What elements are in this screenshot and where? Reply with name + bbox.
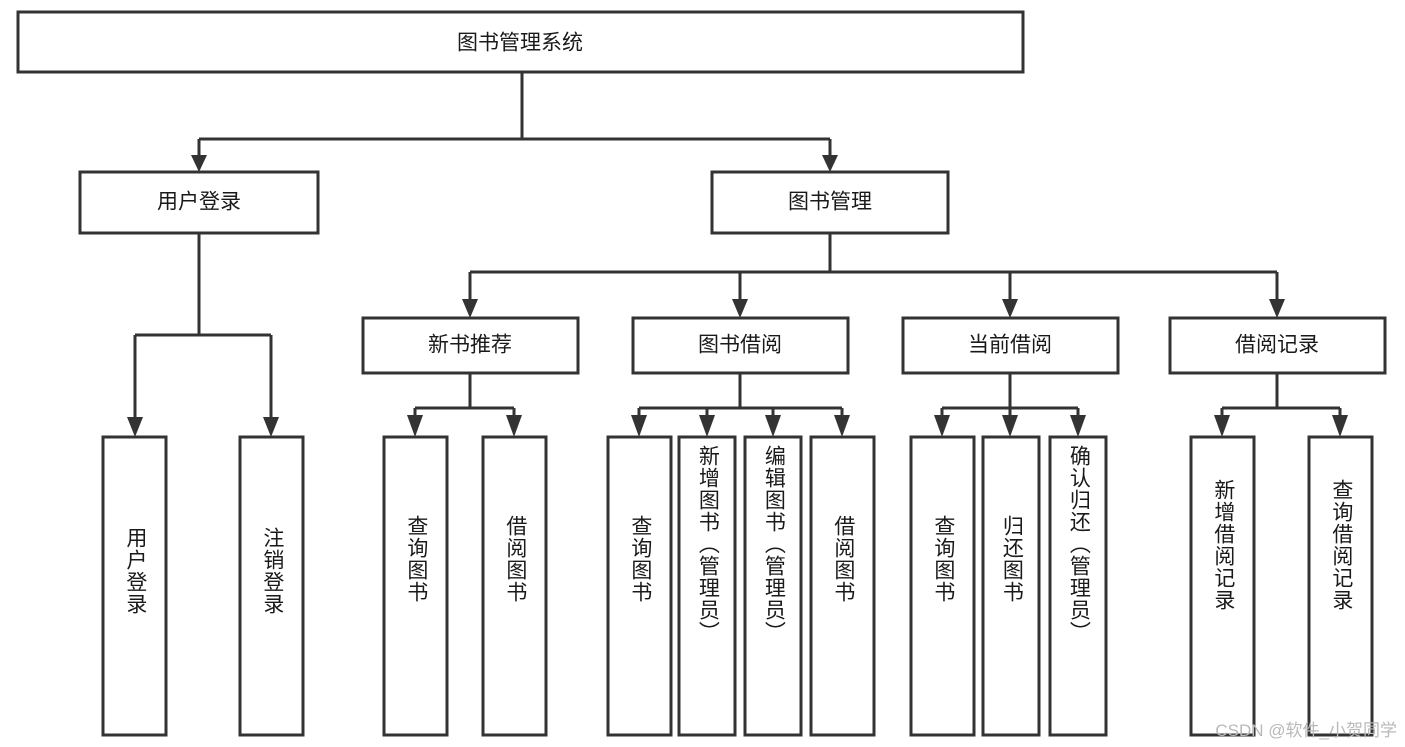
- node-leaf-user-login-rect[interactable]: [101, 435, 168, 737]
- node-book-manage-rect[interactable]: [710, 170, 950, 235]
- arrow-bor-l2: [699, 415, 715, 437]
- arrow-cur-l2: [1002, 415, 1018, 437]
- node-user-login[interactable]: 用户登录: [78, 170, 320, 235]
- arrow-root-to-user-login: [191, 155, 207, 172]
- node-leaf-logout-login-rect[interactable]: [238, 435, 305, 737]
- arrow-rcd-l2: [1332, 415, 1348, 437]
- node-user-login-rect[interactable]: [78, 170, 320, 235]
- node-book-borrow-rect[interactable]: [631, 316, 850, 375]
- node-book-borrow-label: 图书借阅: [698, 334, 782, 357]
- node-current-borrow-rect[interactable]: [901, 316, 1120, 375]
- node-borrow-record-rect[interactable]: [1168, 316, 1387, 375]
- node-root-rect[interactable]: [16, 10, 1025, 74]
- arrow-rcd-l1: [1214, 415, 1230, 437]
- node-leaf-edit-book-rect[interactable]: [743, 435, 803, 737]
- node-leaf-borrow-book-1-rect[interactable]: [481, 435, 548, 737]
- node-leaf-query-book-3-rect[interactable]: [909, 435, 976, 737]
- arrow-bm-c2: [732, 299, 748, 318]
- arrow-bm-c4: [1269, 299, 1285, 318]
- node-leaf-return-book-rect[interactable]: [981, 435, 1041, 737]
- node-leaf-confirm-return-rect[interactable]: [1048, 435, 1108, 737]
- node-borrow-record-label: 借阅记录: [1235, 334, 1319, 357]
- arrow-cur-l3: [1070, 415, 1086, 437]
- node-leaf-query-book-2-rect[interactable]: [606, 435, 673, 737]
- node-borrow-record[interactable]: 借阅记录: [1168, 316, 1387, 375]
- node-user-login-label: 用户登录: [157, 191, 241, 214]
- node-new-book-recommend[interactable]: 新书推荐: [361, 316, 580, 375]
- node-leaf-borrow-book-2-rect[interactable]: [809, 435, 876, 737]
- node-root[interactable]: 图书管理系统: [16, 10, 1025, 74]
- node-new-book-recommend-label: 新书推荐: [428, 334, 512, 357]
- node-current-borrow[interactable]: 当前借阅: [901, 316, 1120, 375]
- node-current-borrow-label: 当前借阅: [968, 334, 1052, 357]
- arrow-userlogin-l2: [263, 417, 279, 437]
- arrow-userlogin-l1: [127, 417, 143, 437]
- arrow-rec-l1: [407, 415, 423, 437]
- node-book-manage[interactable]: 图书管理: [710, 170, 950, 235]
- edge-group: [127, 72, 1348, 437]
- node-new-book-recommend-rect[interactable]: [361, 316, 580, 375]
- node-leaf-query-record-rect[interactable]: [1307, 435, 1374, 737]
- node-root-label: 图书管理系统: [457, 32, 583, 55]
- arrow-bor-l1: [631, 415, 647, 437]
- node-leaf-add-record-rect[interactable]: [1189, 435, 1256, 737]
- node-leaf-query-book-1-rect[interactable]: [382, 435, 449, 737]
- arrow-bor-l3: [765, 415, 781, 437]
- node-book-manage-label: 图书管理: [788, 191, 872, 214]
- arrow-bm-c3: [1002, 299, 1018, 318]
- arrow-bm-c1: [462, 299, 478, 318]
- node-book-borrow[interactable]: 图书借阅: [631, 316, 850, 375]
- node-leaf-add-book-rect[interactable]: [677, 435, 737, 737]
- arrow-bor-l4: [834, 415, 850, 437]
- arrow-rec-l2: [506, 415, 522, 437]
- arrow-cur-l1: [934, 415, 950, 437]
- arrow-root-to-book-manage: [822, 155, 838, 172]
- csdn-watermark: CSDN @软件_小贺同学: [1215, 721, 1397, 740]
